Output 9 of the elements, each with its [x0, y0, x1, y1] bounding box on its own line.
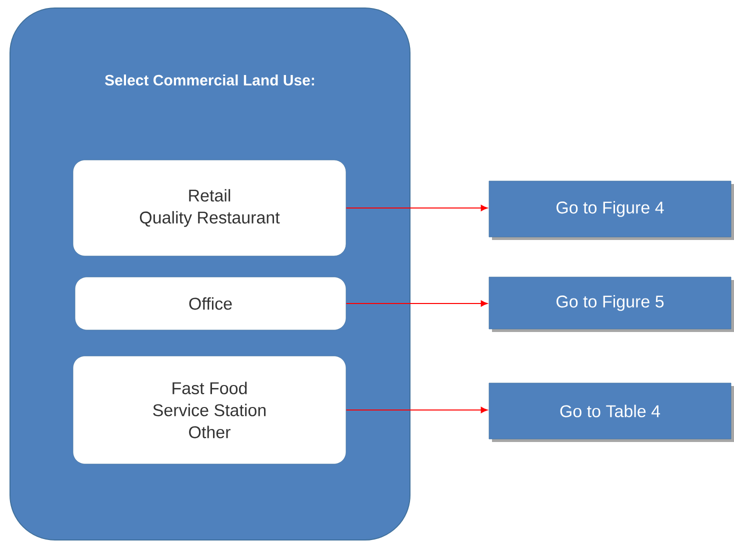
target-box: Go to Figure 5 [488, 276, 734, 332]
option-box: Office [74, 276, 346, 330]
arrow [346, 204, 488, 212]
target-box: Go to Table 4 [488, 382, 734, 442]
target-box: Go to Figure 4 [488, 180, 734, 240]
option-box: Retail Quality Restaurant [72, 160, 346, 256]
option-box: Fast Food Service Station Other [72, 356, 346, 464]
arrow [346, 406, 488, 414]
arrow [346, 300, 488, 307]
